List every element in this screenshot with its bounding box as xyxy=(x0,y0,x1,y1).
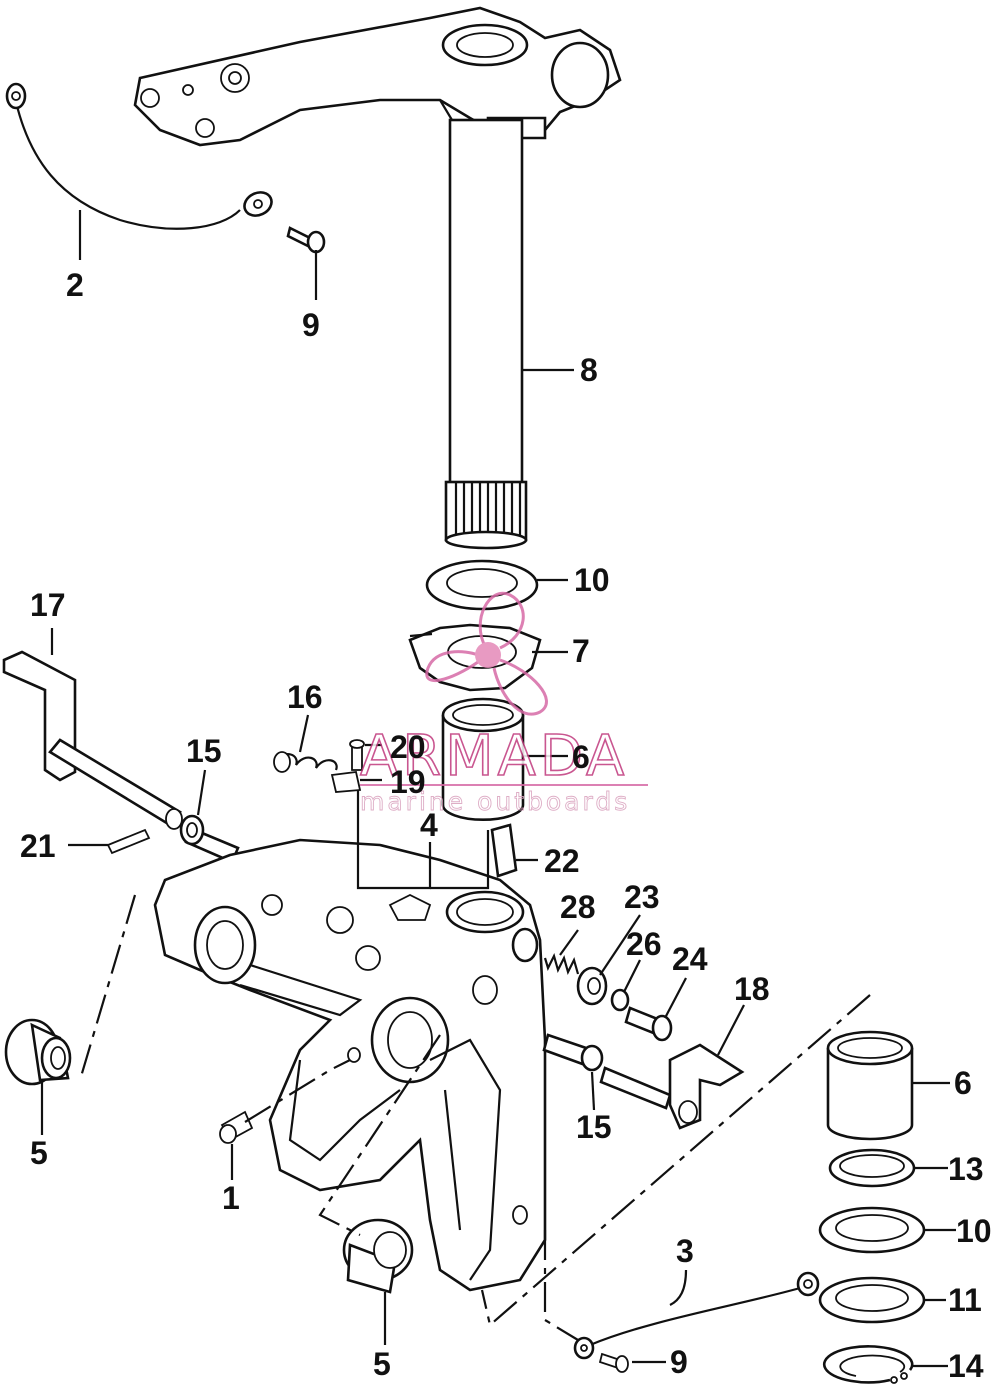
ground-wire-lower xyxy=(573,1271,820,1360)
watermark-propeller-icon xyxy=(425,591,548,716)
callout-17: 17 xyxy=(30,587,66,623)
callout-4: 4 xyxy=(420,807,438,843)
callout-5-bottom: 5 xyxy=(373,1346,391,1382)
knob-23 xyxy=(576,966,608,1006)
tilt-lever xyxy=(2,650,183,830)
washer-10-lower xyxy=(818,1206,926,1254)
callout-24: 24 xyxy=(672,941,708,977)
steering-arm xyxy=(133,6,622,147)
screw-20 xyxy=(349,739,365,771)
callout-8: 8 xyxy=(580,352,598,388)
ground-wire-upper xyxy=(5,82,273,230)
screw-upper xyxy=(286,226,326,254)
callout-21: 21 xyxy=(20,828,56,864)
bushing-lower xyxy=(826,1030,914,1141)
spring-16 xyxy=(273,751,338,773)
callout-10-lower: 10 xyxy=(956,1213,992,1249)
washer-26 xyxy=(610,988,630,1012)
callout-23: 23 xyxy=(624,879,660,915)
callout-22: 22 xyxy=(544,843,580,879)
callout-9-lower: 9 xyxy=(670,1344,688,1380)
bushing-5-bottom xyxy=(342,1218,414,1294)
lever-bushing-right xyxy=(542,1033,604,1072)
callouts: 2 9 8 10 7 17 16 15 20 19 6 21 4 22 28 2… xyxy=(20,267,992,1384)
washer-13 xyxy=(828,1148,916,1188)
callout-3: 3 xyxy=(676,1233,694,1269)
callout-5-left: 5 xyxy=(30,1135,48,1171)
callout-10-upper: 10 xyxy=(574,562,610,598)
bushing-upper xyxy=(441,697,525,822)
callout-6-upper: 6 xyxy=(572,739,590,775)
callout-26: 26 xyxy=(626,926,662,962)
callout-1: 1 xyxy=(222,1180,240,1216)
washer-upper xyxy=(425,559,539,611)
tilt-lever-right xyxy=(599,1043,745,1130)
screw-lower xyxy=(598,1352,629,1373)
callout-19: 19 xyxy=(390,764,426,800)
callout-6-lower: 6 xyxy=(954,1065,972,1101)
callout-2: 2 xyxy=(66,267,84,303)
washer-11 xyxy=(818,1276,926,1324)
watermark: ARMADA marine outboards xyxy=(359,591,648,816)
callout-15-left: 15 xyxy=(186,733,222,769)
grease-fitting xyxy=(219,1110,254,1144)
callout-20: 20 xyxy=(390,729,426,765)
clip-22 xyxy=(490,823,518,878)
steering-shaft xyxy=(444,118,528,550)
callout-13: 13 xyxy=(948,1151,984,1187)
swivel-bracket xyxy=(153,838,547,1292)
lever-bushing-left xyxy=(179,814,240,864)
callout-9-upper: 9 xyxy=(302,307,320,343)
callout-16: 16 xyxy=(287,679,323,715)
callout-14: 14 xyxy=(948,1348,984,1384)
watermark-brand: ARMADA xyxy=(360,724,628,789)
callout-15-right: 15 xyxy=(576,1109,612,1145)
clip-19 xyxy=(330,771,362,793)
snap-ring-14 xyxy=(822,1345,914,1384)
watermark-tagline: marine outboards xyxy=(360,787,630,816)
callout-18: 18 xyxy=(734,971,770,1007)
callout-7: 7 xyxy=(572,633,590,669)
callout-11: 11 xyxy=(948,1282,982,1318)
spring-28 xyxy=(543,952,580,976)
pin-21 xyxy=(106,828,151,855)
bushing-5-left xyxy=(4,1018,72,1086)
leader-lines xyxy=(40,210,956,1368)
bolt-24 xyxy=(624,1006,673,1042)
callout-28: 28 xyxy=(560,889,596,925)
